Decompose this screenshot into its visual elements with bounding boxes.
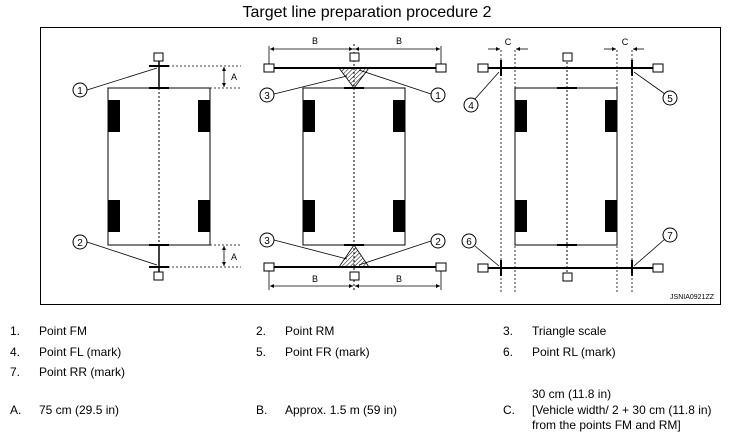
- rear-right-tire: [393, 200, 405, 232]
- dim-b-label: B: [312, 36, 318, 46]
- figure-code: JSNIA0921ZZ: [670, 294, 714, 301]
- dim-a-label-bottom: A: [231, 252, 237, 262]
- dim-c-label: C: [622, 37, 629, 47]
- front-left-tire: [515, 100, 527, 132]
- dim-a-label-top: A: [231, 72, 237, 82]
- vehicle-body: [107, 87, 211, 246]
- point-fm-target: [153, 52, 164, 62]
- panel-1: A A 1 2: [72, 52, 241, 281]
- page-title: Target line preparation procedure 2: [242, 4, 492, 21]
- callout-1: 1: [435, 91, 441, 102]
- triangle-scale-top: [338, 67, 370, 89]
- rear-left-tire: [303, 200, 315, 232]
- front-left-tire: [303, 100, 315, 132]
- triangle-scale-bottom: [338, 244, 370, 268]
- callout-5: 5: [667, 94, 673, 105]
- dim-c-label: C: [505, 37, 512, 47]
- panel-2: B B B B 3 1 3 2: [259, 36, 447, 290]
- panel-3: C C 4 5 6 7: [461, 37, 678, 294]
- front-right-tire: [198, 100, 210, 132]
- dim-b-label: B: [396, 274, 402, 284]
- front-right-tire: [605, 100, 617, 132]
- dim-b-label: B: [312, 274, 318, 284]
- front-left-tire: [108, 100, 120, 132]
- callout-2: 2: [77, 238, 83, 249]
- procedure-diagram: A A 1 2 B B: [72, 36, 678, 294]
- front-right-tire: [393, 100, 405, 132]
- callout-3: 3: [264, 236, 270, 247]
- vehicle-body: [514, 87, 618, 246]
- rear-right-tire: [605, 200, 617, 232]
- point-rm-target: [153, 271, 164, 281]
- rear-left-tire: [108, 200, 120, 232]
- callout-6: 6: [466, 237, 472, 248]
- callout-3: 3: [264, 91, 270, 102]
- callout-2: 2: [435, 237, 441, 248]
- rear-left-tire: [515, 200, 527, 232]
- diagram-frame: A A 1 2 B B: [40, 27, 721, 305]
- rear-right-tire: [198, 200, 210, 232]
- callout-1: 1: [77, 86, 83, 97]
- callout-7: 7: [667, 231, 673, 242]
- dim-b-label: B: [396, 36, 402, 46]
- callout-4: 4: [468, 101, 474, 112]
